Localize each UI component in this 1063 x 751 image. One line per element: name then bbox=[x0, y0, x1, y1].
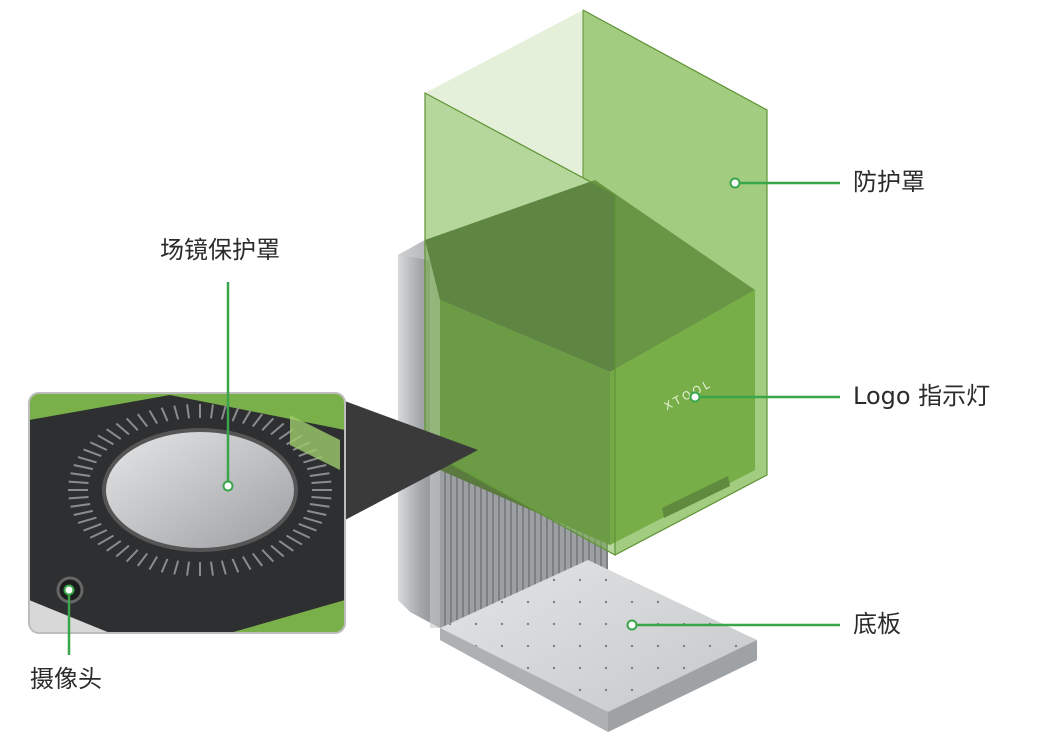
vent-slot bbox=[270, 422, 285, 436]
callout-dot-camera bbox=[63, 584, 75, 596]
vent-slot bbox=[220, 405, 227, 420]
vent-slot bbox=[89, 529, 108, 539]
vent-slot bbox=[252, 413, 264, 428]
vent-slot bbox=[160, 558, 169, 573]
green-shield bbox=[424, 9, 768, 557]
callout-dot-lens bbox=[222, 480, 234, 492]
vent-slot bbox=[261, 549, 275, 563]
vent-slot bbox=[136, 552, 148, 567]
vent-slot bbox=[311, 496, 332, 500]
vent-slot bbox=[136, 413, 148, 428]
vent-slot bbox=[278, 540, 294, 552]
vent-slot bbox=[241, 410, 252, 424]
label-shield: 防护罩 bbox=[853, 168, 925, 196]
vent-slot bbox=[220, 560, 227, 575]
vent-slot bbox=[115, 422, 130, 436]
label-base-plate: 底板 bbox=[853, 610, 901, 638]
vent-slot bbox=[306, 509, 327, 516]
vent-slot bbox=[261, 417, 275, 431]
vent-slot bbox=[106, 428, 122, 440]
vent-slot bbox=[77, 456, 97, 464]
vent-slot bbox=[148, 556, 159, 570]
vent-slot bbox=[303, 516, 323, 524]
vent-slot bbox=[306, 464, 327, 471]
vent-slot bbox=[83, 523, 102, 532]
vent-slot bbox=[70, 472, 91, 477]
vent-slot bbox=[125, 417, 139, 431]
vent-slot bbox=[241, 556, 252, 570]
vent-slot bbox=[270, 544, 285, 558]
base-plate bbox=[440, 560, 757, 732]
vent-slot bbox=[97, 434, 114, 446]
vent-slot bbox=[311, 480, 332, 484]
vent-slot bbox=[68, 480, 89, 484]
vent-slot bbox=[231, 407, 240, 422]
vent-slot bbox=[89, 441, 108, 451]
vent-slot bbox=[97, 534, 114, 546]
vent-slot bbox=[115, 544, 130, 558]
vent-slot bbox=[83, 448, 102, 457]
label-logo-indicator: Logo 指示灯 bbox=[853, 382, 991, 410]
vent-slot bbox=[125, 549, 139, 563]
callout-dot-plate bbox=[626, 619, 638, 631]
vent-slot bbox=[292, 529, 311, 539]
vent-slot bbox=[148, 410, 159, 424]
vent-slot bbox=[73, 509, 94, 516]
label-lens-protector: 场镜保护罩 bbox=[160, 236, 280, 264]
vent-slot bbox=[70, 503, 91, 508]
lens-detail-inset bbox=[28, 392, 478, 634]
lens-protector bbox=[102, 428, 298, 552]
vent-slot bbox=[68, 496, 89, 500]
vent-slot bbox=[173, 405, 180, 420]
vent-slot bbox=[186, 561, 191, 576]
vent-slot bbox=[286, 534, 303, 546]
vent-slot bbox=[252, 552, 264, 567]
vent-slot bbox=[160, 407, 169, 422]
vent-slot bbox=[106, 540, 122, 552]
vent-slot bbox=[231, 558, 240, 573]
vent-slot bbox=[173, 560, 180, 575]
callout-dot-logo bbox=[689, 391, 701, 403]
vent-slot bbox=[309, 472, 330, 477]
vent-slot bbox=[77, 516, 97, 524]
vent-slot bbox=[209, 561, 214, 576]
label-camera: 摄像头 bbox=[30, 665, 102, 693]
callouts bbox=[67, 181, 840, 655]
vent-slot bbox=[186, 404, 191, 419]
vent-slot bbox=[309, 503, 330, 508]
vent-slot bbox=[209, 404, 214, 419]
vent-slot bbox=[73, 464, 94, 471]
vent-slot bbox=[298, 523, 317, 532]
callout-dot-shield bbox=[729, 177, 741, 189]
